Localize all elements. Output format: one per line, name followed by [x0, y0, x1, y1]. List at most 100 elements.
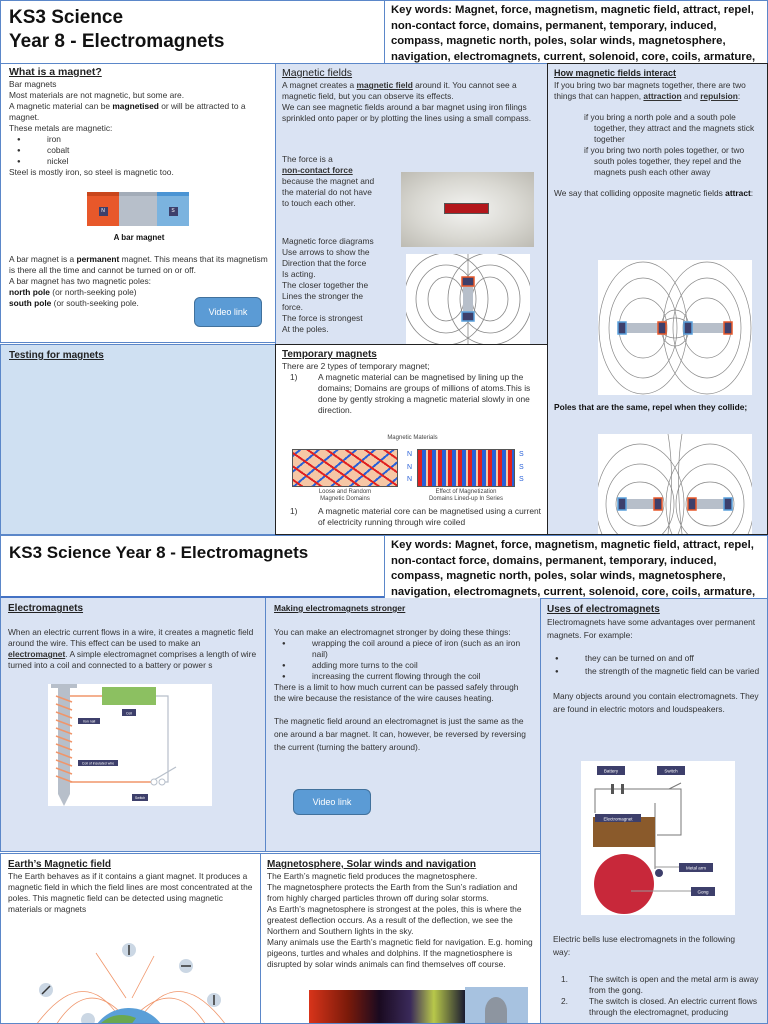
- text-line: Many animals use the Earth’s magnetic fi…: [267, 937, 533, 969]
- aligned-domains-caption: Effect of Magnetization Domains Lined-up…: [411, 489, 521, 503]
- uses-heading: Uses of electromagnets: [547, 604, 660, 615]
- text-line: Direction that the force: [282, 258, 367, 268]
- electromagnet-circuit-diagram: Cell Iron nail Coil of insulated wire Sw…: [48, 684, 212, 806]
- pigeon-head: [485, 997, 507, 1023]
- stronger-intro: You can make an electromagnet stronger b…: [274, 627, 511, 637]
- north-labels: N N N: [407, 449, 412, 487]
- item-text: A magnetic material core can be magnetis…: [318, 506, 541, 527]
- magnetosphere-panel: Magnetosphere, Solar winds and navigatio…: [260, 853, 541, 1024]
- text-line: These metals are magnetic:: [9, 123, 113, 133]
- text-line: A magnetic material can be magnetised or…: [9, 101, 267, 123]
- list-item: the strength of the magnetic field can b…: [555, 665, 761, 679]
- sheet1-keywords-box: Key words: Magnet, force, magnetism, mag…: [384, 0, 768, 64]
- item-text: The switch is closed. An electric curren…: [589, 996, 758, 1017]
- text-line: Bar magnets: [9, 79, 57, 89]
- stronger-reverse-text: The magnetic field around an electromagn…: [274, 716, 526, 752]
- magnetosphere-body: The Earth’s magnetic field produces the …: [267, 871, 534, 970]
- text-line: Most materials are not magnetic, but som…: [9, 90, 185, 100]
- random-domains-figure: [292, 449, 398, 487]
- bold-text: magnetised: [112, 101, 159, 111]
- coil-label: Coil of insulated wire: [82, 762, 114, 766]
- uses-panel: Uses of electromagnets Electromagnets ha…: [540, 598, 768, 1024]
- sheet1-keywords: Key words: Magnet, force, magnetism, mag…: [391, 4, 756, 63]
- earth-field-body: The Earth behaves as if it contains a gi…: [8, 871, 253, 914]
- text: and: [681, 91, 701, 101]
- electromagnets-heading: Electromagnets: [8, 603, 84, 614]
- attraction-field-diagram: [598, 260, 752, 395]
- earth-field-diagram: [26, 938, 231, 1023]
- list-item: iron: [17, 134, 267, 146]
- temporary-list-2: 1) A magnetic material core can be magnet…: [282, 506, 542, 528]
- domains-figure-title: Magnetic Materials: [387, 435, 438, 441]
- item-number: 1): [290, 506, 298, 516]
- sheet1-title-line2: Year 8 - Electromagnets: [9, 31, 225, 52]
- what-is-magnet-panel: What is a magnet? Bar magnets Most mater…: [0, 63, 276, 343]
- list-item: 2.The switch is closed. An electric curr…: [561, 996, 763, 1018]
- electromagnets-body: When an electric current flows in a wire…: [8, 627, 258, 671]
- list-item: wrapping the coil around a piece of iron…: [282, 638, 532, 660]
- caption-line: Magnetic Domains: [320, 496, 370, 502]
- bold-text: permanent: [76, 254, 120, 264]
- text-line: north pole (or north-seeking pole): [9, 287, 271, 298]
- iron-filings-photo: [401, 172, 534, 247]
- item-number: 1.: [561, 974, 568, 984]
- text-line: A bar magnet has two magnetic poles:: [9, 276, 151, 286]
- video-link-button-2[interactable]: Video link: [293, 789, 371, 815]
- s-label: S: [519, 451, 524, 458]
- text-line: The Earth’s magnetic field produces the …: [267, 871, 478, 881]
- text-line: The closer together the: [282, 280, 369, 290]
- battery-label: Battery: [604, 769, 619, 774]
- circuit-svg: Cell Iron nail Coil of insulated wire Sw…: [51, 684, 177, 806]
- bold-text: attract: [725, 188, 751, 198]
- testing-magnets-panel: Testing for magnets: [0, 344, 276, 535]
- metals-list: iron cobalt nickel: [9, 134, 267, 168]
- gong-label: Gong: [697, 890, 709, 895]
- testing-magnets-heading: Testing for magnets: [9, 350, 104, 361]
- s-label: S: [519, 476, 524, 483]
- text: A magnetic material can be: [9, 101, 113, 111]
- magnetosphere-heading: Magnetosphere, Solar winds and navigatio…: [267, 859, 476, 870]
- bold-text: south pole: [9, 298, 52, 308]
- sheet1-title-line1: KS3 Science: [9, 7, 124, 28]
- text-line: Lines the stronger the: [282, 291, 364, 301]
- aligned-domains-figure: [417, 449, 515, 487]
- text-line: We say that colliding opposite magnetic …: [554, 188, 761, 199]
- temporary-magnets-heading: Temporary magnets: [282, 349, 377, 360]
- sheet2-title-box: KS3 Science Year 8 - Electromagnets: [0, 535, 385, 599]
- metal-arm-label: Metal arm: [686, 866, 706, 871]
- list-item: adding more turns to the coil: [282, 660, 532, 672]
- non-contact-force-text: The force is a non-contact force because…: [282, 154, 377, 209]
- bold-text: north pole: [9, 287, 50, 297]
- stronger-limit-text: There is a limit to how much current can…: [274, 682, 519, 703]
- text-line: The force is strongest: [282, 313, 363, 323]
- text-line: As Earth’s magnetosphere is strongest at…: [267, 904, 522, 936]
- iron-nail-label: Iron nail: [83, 720, 96, 724]
- text: :: [750, 188, 754, 198]
- text: When an electric current flows in a wire…: [8, 627, 254, 648]
- repel-caption: Poles that are the same, repel when they…: [554, 402, 748, 412]
- underlined-text: repulsion: [700, 91, 738, 101]
- n-label: N: [407, 451, 413, 458]
- sheet2-title: KS3 Science Year 8 - Electromagnets: [9, 543, 309, 562]
- list-item: they can be turned on and off: [555, 652, 761, 666]
- text-line: The force is a: [282, 154, 333, 164]
- temporary-intro: There are 2 types of temporary magnet;: [282, 361, 430, 371]
- text-line: A bar magnet is a permanent magnet. This…: [9, 254, 271, 276]
- bell-steps-list: 1.The switch is open and the metal arm i…: [553, 974, 763, 1018]
- caption-line: Domains Lined-up In Series: [428, 496, 504, 502]
- sheet1-title-box: KS3 Science Year 8 - Electromagnets: [0, 0, 385, 64]
- n-label: N: [407, 476, 413, 483]
- magnetic-fields-body: A magnet creates a magnetic field around…: [282, 80, 541, 124]
- text: (or south-seeking pole.: [51, 298, 139, 308]
- list-item: 1) A magnetic material core can be magnet…: [290, 506, 542, 528]
- south-labels: S S S: [519, 449, 524, 487]
- list-item: cobalt: [17, 145, 267, 157]
- video-link-button[interactable]: Video link: [194, 297, 262, 327]
- text: We say that colliding opposite magnetic …: [554, 188, 726, 198]
- force-diagram-text: Magnetic force diagrams Use arrows to sh…: [282, 236, 392, 335]
- text-line: Steel is mostly iron, so steel is magnet…: [9, 167, 174, 177]
- text-line: We can see magnetic fields around a bar …: [282, 102, 532, 123]
- stronger-heading: Making electromagnets stronger: [274, 603, 406, 613]
- list-item: 1.The switch is open and the metal arm i…: [561, 974, 763, 996]
- magnetic-fields-heading: Magnetic fields: [282, 67, 353, 79]
